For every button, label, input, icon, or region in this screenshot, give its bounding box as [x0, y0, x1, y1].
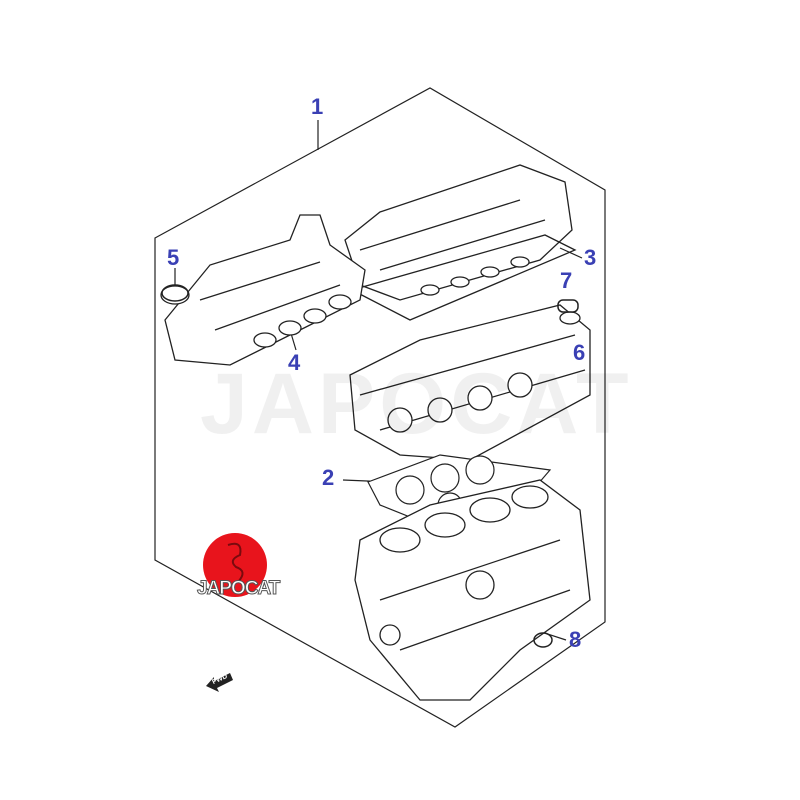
cylinder-block	[354, 479, 591, 701]
callout-3[interactable]: 3	[584, 245, 597, 270]
watermark: JAPOCAT	[200, 356, 633, 452]
cylinder-head-cover	[344, 164, 577, 321]
callout-5[interactable]: 5	[167, 245, 180, 270]
callout-6[interactable]: 6	[573, 340, 586, 365]
cylinder-head	[349, 304, 591, 461]
logo-emblem	[227, 542, 244, 583]
intake-manifold	[160, 214, 366, 366]
kit-boundary	[154, 87, 606, 728]
callout-7[interactable]: 7	[560, 268, 573, 293]
callout-4[interactable]: 4	[288, 350, 301, 375]
o-ring-5	[161, 284, 189, 302]
fwd-arrow-icon	[206, 673, 233, 692]
callout-8[interactable]: 8	[569, 627, 582, 652]
leader-3	[559, 247, 583, 259]
callout-1[interactable]: 1	[311, 94, 324, 119]
gasket-7	[557, 299, 579, 313]
logo-text: JAPOCAT	[196, 578, 280, 600]
o-ring-8	[533, 632, 553, 648]
callout-2[interactable]: 2	[322, 465, 335, 490]
